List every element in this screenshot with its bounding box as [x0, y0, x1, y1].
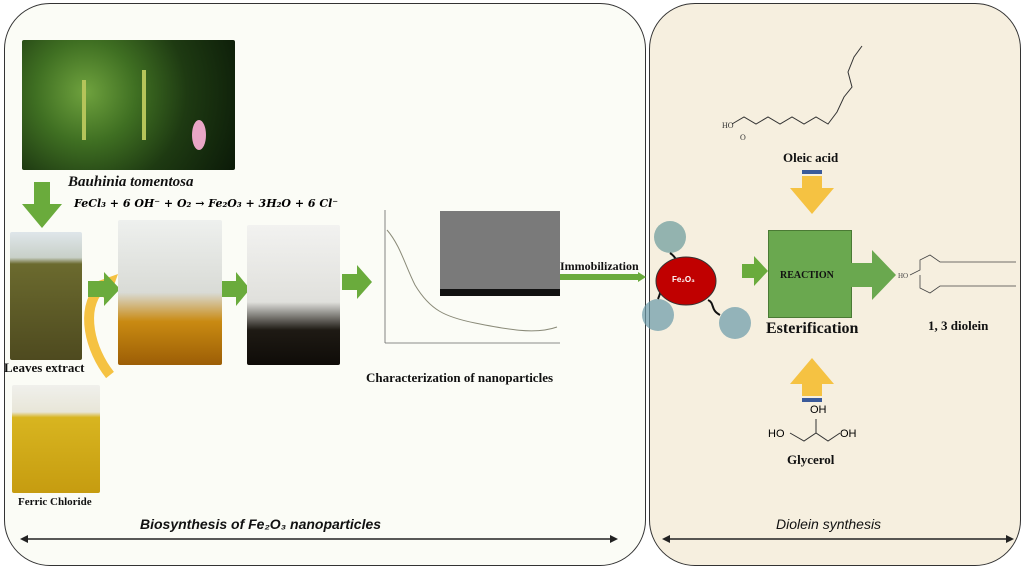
product-label: 1, 3 diolein [928, 318, 989, 333]
glycerol-label: Glycerol [787, 452, 835, 467]
reaction-box [768, 230, 852, 318]
down-yellow-arrow-icon [790, 170, 834, 214]
characterization-label: Characterization of nanoparticles [366, 370, 554, 385]
immobilization-label: Immobilization [560, 259, 639, 273]
right-arrow-icon [222, 272, 250, 306]
oleic-acid-structure: HO O [722, 45, 863, 142]
right-arrow-icon [88, 272, 120, 306]
svg-text:HO: HO [722, 121, 734, 130]
glycerol-ho: HO [768, 428, 785, 440]
fe2o3-nanoparticle [655, 256, 717, 306]
svg-text:O: O [740, 133, 746, 142]
leaves-extract-beaker-photo [10, 232, 82, 360]
immobilized-enzyme-illustration [642, 221, 751, 339]
leaves-extract-label: Leaves extract [4, 360, 85, 375]
bauhinia-plant-photo [22, 40, 235, 170]
glycerol-oh: OH [840, 428, 857, 440]
double-arrow-icon [20, 535, 618, 543]
biosynthesis-footer: Biosynthesis of Fe₂O₃ nanoparticles [140, 516, 382, 532]
uv-vis-spectrum-chart [384, 210, 560, 344]
ferric-chloride-beaker-photo [12, 385, 100, 493]
species-label: Bauhinia tomentosa [68, 174, 194, 190]
glycerol-oh: OH [810, 404, 827, 416]
down-arrow-icon [22, 182, 62, 228]
double-arrow-icon [662, 535, 1014, 543]
reaction-beaker-photo [118, 220, 222, 365]
oleic-acid-label: Oleic acid [783, 150, 839, 165]
right-arrow-icon [342, 265, 372, 299]
diolein-structure: HO [898, 254, 1016, 294]
svg-text:HO: HO [898, 272, 908, 280]
glycerol-structure [789, 419, 841, 442]
esterification-label: Esterification [766, 320, 859, 337]
ferric-chloride-label: Ferric Chloride [18, 496, 92, 508]
right-arrow-icon [742, 256, 768, 286]
right-arrow-icon [850, 250, 896, 300]
reaction-label: REACTION [780, 270, 834, 281]
nanoparticle-label: Fe₂O₃ [672, 275, 695, 284]
reaction-equation: FeCl₃ + 6 OH⁻ + O₂ → Fe₂O₃ + 3H₂O + 6 Cl… [74, 197, 339, 210]
nanoparticle-beaker-photo [247, 225, 340, 365]
diolein-footer: Diolein synthesis [776, 516, 882, 532]
sem-image [440, 211, 560, 296]
up-yellow-arrow-icon [790, 358, 834, 402]
immobilization-arrow-icon [560, 272, 646, 282]
